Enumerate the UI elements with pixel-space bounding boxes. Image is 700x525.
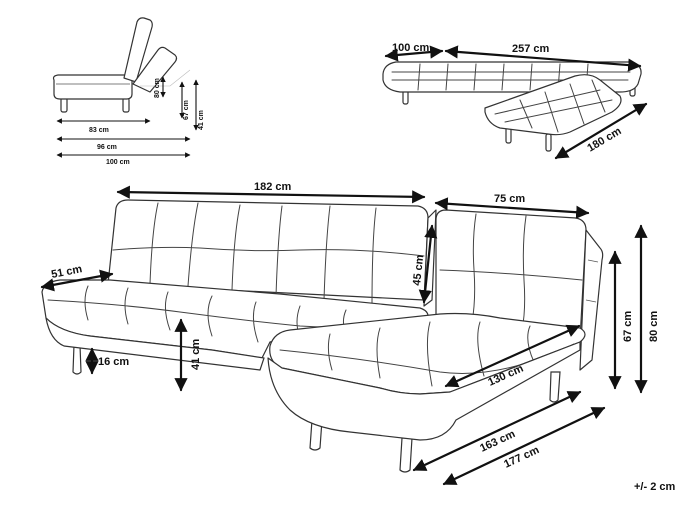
side-view-label-67: 67 cm	[183, 100, 190, 120]
top-view-dim-line-257	[444, 45, 642, 72]
main-view-dim-line-51	[40, 269, 114, 292]
top-view-label-257: 257 cm	[512, 43, 550, 55]
main-view-leg-chaise-front	[309, 419, 323, 451]
main-view-label-41: 41 cm	[190, 339, 202, 370]
top-view-leg-3	[545, 133, 552, 152]
main-view-sofa-backrest	[107, 199, 429, 301]
side-view-label-41: 41 cm	[198, 110, 205, 130]
main-view-leg-chaise-mid	[399, 437, 413, 473]
main-view-backrest-tufts	[112, 202, 425, 307]
main-view-label-67: 67 cm	[622, 311, 634, 342]
side-view-label-100: 100 cm	[106, 159, 130, 166]
main-view: 182 cm 75 cm 51 cm 45 cm 16 cm 41 cm 130…	[40, 181, 660, 486]
top-view-label-100: 100 cm	[392, 42, 430, 54]
top-view-dim-line-180	[554, 102, 648, 160]
main-view-dim-line-45	[418, 224, 438, 304]
top-view-dim-line-100	[384, 45, 444, 62]
side-view-backrest-upright	[123, 17, 153, 83]
top-view: 100 cm 257 cm 180 cm	[382, 42, 648, 160]
main-view-dim-line-75	[434, 197, 590, 219]
side-view-leg-back	[122, 97, 130, 113]
main-view-seat-tufts	[47, 285, 421, 343]
main-view-chaise-hinge	[585, 259, 599, 303]
tolerance-note: +/- 2 cm	[634, 481, 675, 493]
main-view-chaise-sidepanel	[579, 229, 604, 371]
side-view-leg-front	[60, 97, 68, 113]
main-view-sofa-base	[45, 317, 265, 371]
main-view-leg-chaise-back	[549, 371, 561, 403]
side-view-label-80: 80 cm	[154, 78, 161, 98]
main-view-dim-line-130	[444, 324, 581, 388]
main-view-chaise-backrest-tufts	[439, 213, 583, 331]
main-view-dim-line-182	[116, 185, 426, 204]
main-view-label-75: 75 cm	[494, 193, 525, 205]
main-view-dim-line-177	[442, 406, 606, 486]
main-view-chaise-seat-tufts	[279, 321, 575, 387]
main-view-label-51: 51 cm	[50, 263, 83, 281]
main-view-label-16: 16 cm	[98, 356, 129, 368]
main-view-label-163: 163 cm	[478, 428, 517, 455]
side-view-label-83: 83 cm	[89, 127, 109, 134]
side-view: 80 cm 67 cm 41 cm 83 cm 96 cm 100 cm	[52, 17, 205, 166]
side-view-seat	[52, 74, 133, 100]
side-view-label-96: 96 cm	[97, 144, 117, 151]
side-view-backrest-reclined	[132, 46, 178, 93]
main-view-label-182: 182 cm	[254, 181, 292, 193]
side-view-recline-guide	[140, 69, 191, 87]
main-view-label-45: 45 cm	[411, 254, 426, 286]
main-view-leg-left	[72, 344, 82, 375]
main-view-label-80: 80 cm	[648, 311, 660, 342]
